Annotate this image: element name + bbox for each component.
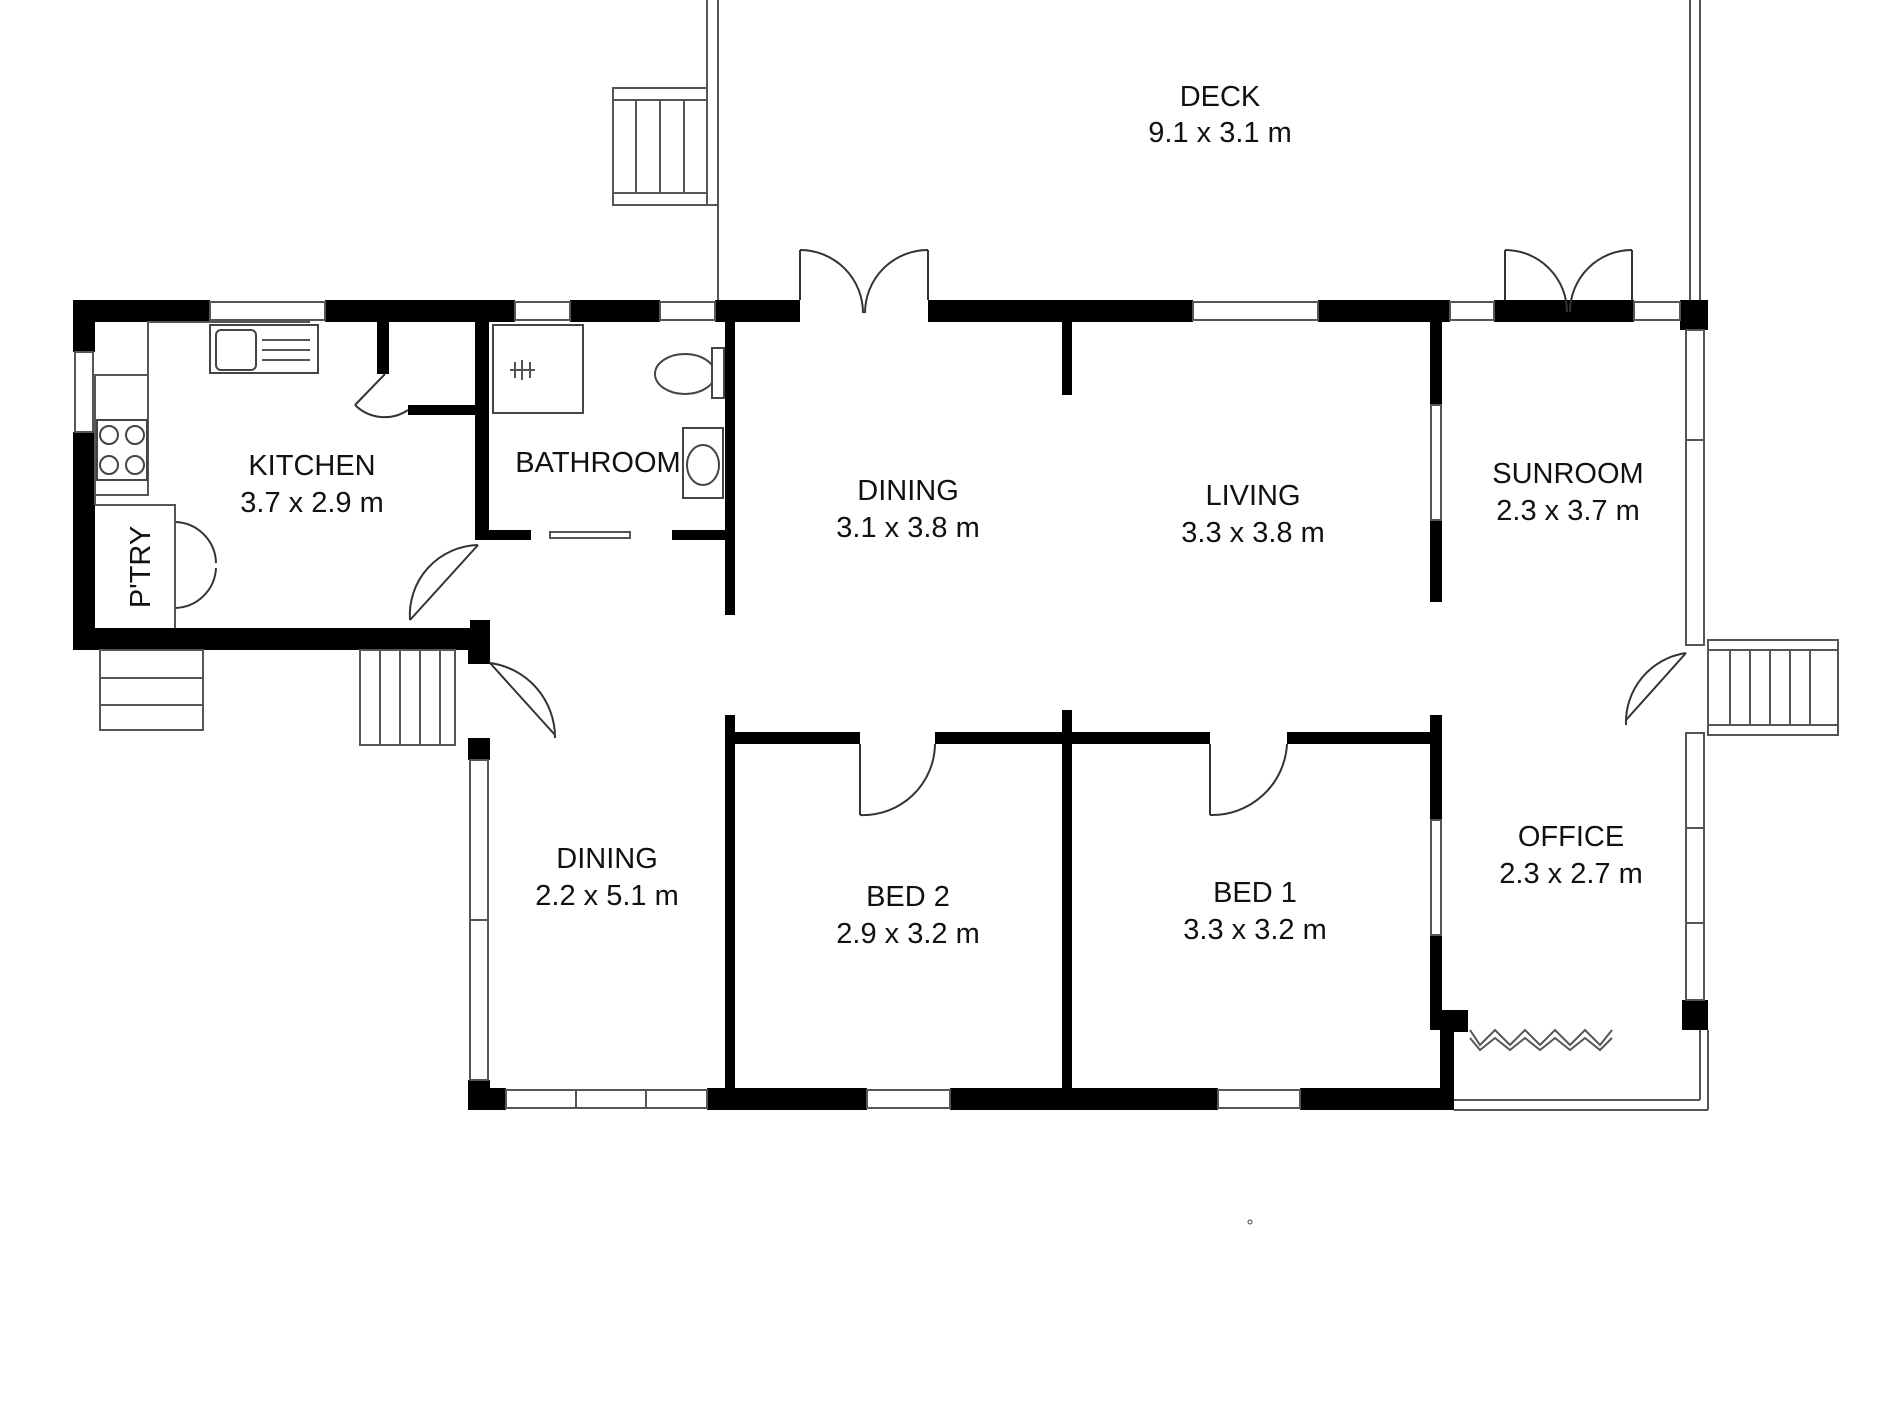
sunroom-name: SUNROOM [1492, 458, 1643, 490]
exterior-walls [73, 300, 1708, 1110]
bed2-name: BED 2 [866, 881, 950, 913]
office-name: OFFICE [1518, 821, 1624, 853]
deck-name: DECK [1180, 81, 1261, 113]
room-labels: DECK 9.1 x 3.1 m KITCHEN 3.7 x 2.9 m BAT… [125, 81, 1644, 950]
dining-main-size: 3.1 x 3.8 m [836, 512, 979, 544]
living-name: LIVING [1205, 480, 1300, 512]
doors [174, 249, 1687, 817]
bathroom-fixtures [492, 324, 725, 499]
kitchen-fixtures [94, 321, 319, 628]
dining-second-name: DINING [556, 843, 658, 875]
dining-main-name: DINING [857, 475, 959, 507]
deck-outline [706, 0, 1701, 300]
kitchen-size: 3.7 x 2.9 m [240, 487, 383, 519]
kitchen-name: KITCHEN [248, 450, 375, 482]
side-stairs [99, 639, 1839, 746]
sunroom-size: 2.3 x 3.7 m [1496, 495, 1639, 527]
deck-size: 9.1 x 3.1 m [1148, 117, 1291, 149]
office-size: 2.3 x 2.7 m [1499, 858, 1642, 890]
bed2-size: 2.9 x 3.2 m [836, 918, 979, 950]
deck-stairs [612, 87, 708, 206]
bed1-name: BED 1 [1213, 877, 1297, 909]
bathroom-name: BATHROOM [515, 447, 680, 479]
office-outline [1454, 1028, 1709, 1111]
bed1-size: 3.3 x 3.2 m [1183, 914, 1326, 946]
interior-walls [377, 320, 1442, 1090]
exterior-windows [74, 301, 1705, 1109]
pantry-name: P'TRY [125, 526, 157, 608]
interior-windows [549, 404, 1442, 936]
living-size: 3.3 x 3.8 m [1181, 517, 1324, 549]
small-dot [1247, 1219, 1253, 1225]
dining-second-size: 2.2 x 5.1 m [535, 880, 678, 912]
